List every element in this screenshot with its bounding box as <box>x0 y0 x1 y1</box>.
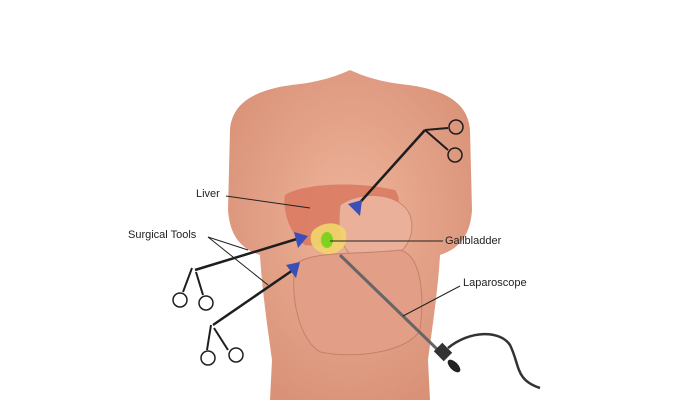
surgical-tool-3 <box>200 268 294 366</box>
label-surgical-tools: Surgical Tools <box>128 229 197 241</box>
trocar-1 <box>348 200 362 216</box>
trocar-3 <box>286 262 300 278</box>
gallbladder-organ <box>321 232 333 248</box>
trocar-2 <box>294 232 308 248</box>
leader-lines <box>207 195 461 317</box>
laparoscope-instrument <box>338 253 541 390</box>
label-liver: Liver <box>196 188 220 200</box>
label-gallbladder: Gallbladder <box>445 235 502 247</box>
intestines <box>293 249 423 356</box>
surgical-tool-1 <box>354 119 464 209</box>
surgical-tool-2 <box>172 236 301 311</box>
label-laparoscope: Laparoscope <box>463 277 527 289</box>
